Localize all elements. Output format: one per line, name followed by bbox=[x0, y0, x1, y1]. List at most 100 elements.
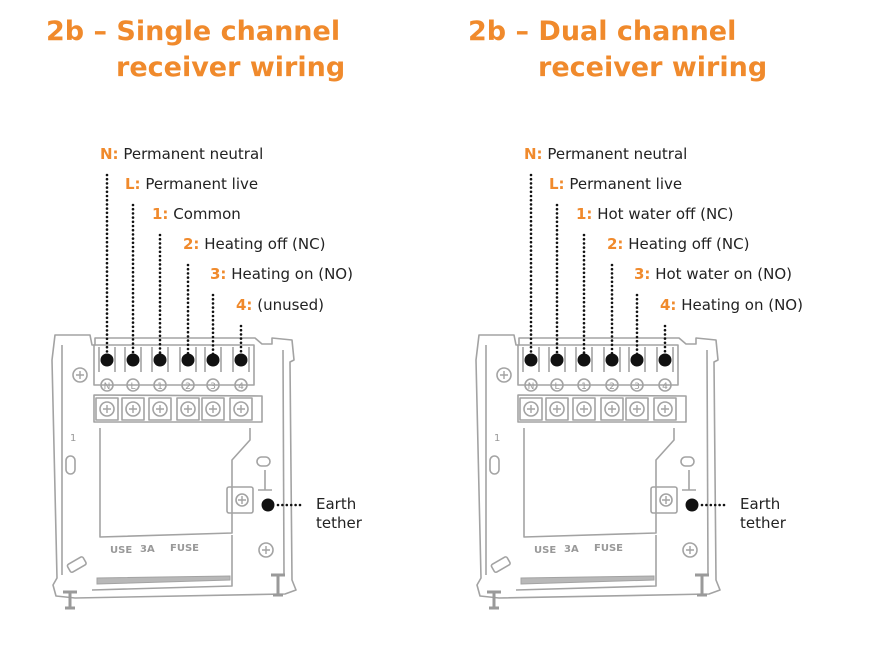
leader-dot bbox=[211, 331, 215, 335]
leader-dot bbox=[555, 338, 559, 341]
fuse-text: 3A bbox=[564, 544, 579, 555]
leader-dot bbox=[211, 306, 215, 309]
leader-dot bbox=[700, 503, 704, 507]
leader-dot bbox=[105, 299, 109, 303]
leader-dot bbox=[131, 279, 135, 282]
leader-dot bbox=[105, 207, 109, 210]
leader-dot bbox=[582, 284, 586, 287]
leader-dot bbox=[635, 306, 639, 309]
leader-dot bbox=[529, 320, 533, 324]
leader-dot bbox=[582, 258, 586, 262]
leader-dot bbox=[158, 300, 162, 304]
terminal-slot bbox=[179, 347, 197, 372]
foot-screw-icon bbox=[271, 573, 285, 597]
leader-dot bbox=[211, 339, 215, 343]
leader-dot bbox=[158, 250, 162, 254]
earth-screw-slot bbox=[238, 496, 246, 504]
leader-dot bbox=[555, 220, 559, 224]
leader-dot bbox=[529, 249, 533, 252]
leader-dot bbox=[635, 297, 639, 301]
leader-dot bbox=[529, 266, 533, 269]
terminal-slot bbox=[628, 347, 646, 372]
terminal-glyph: N bbox=[528, 382, 535, 392]
leader-dot bbox=[610, 330, 614, 334]
terminal-slot bbox=[575, 347, 593, 372]
terminal-screw-housing bbox=[229, 397, 253, 421]
clamp-tick bbox=[682, 470, 696, 491]
bracket-outline bbox=[475, 334, 721, 599]
leader-dot bbox=[105, 219, 109, 223]
leader-dot bbox=[105, 249, 109, 252]
leader-dot bbox=[582, 271, 586, 275]
earth-screw-icon bbox=[235, 493, 249, 507]
terminal-block bbox=[517, 344, 679, 386]
terminal-slot bbox=[98, 347, 116, 372]
leader-dot bbox=[705, 503, 708, 507]
leader-dot bbox=[582, 321, 586, 325]
leader-dot bbox=[186, 267, 190, 271]
terminal-key: N: bbox=[100, 145, 119, 163]
leader-dot bbox=[610, 326, 614, 330]
terminal-glyph-circle bbox=[577, 378, 591, 392]
leader-dot bbox=[555, 249, 559, 253]
terminal-screw-housing bbox=[653, 397, 677, 421]
terminal-glyph: 4 bbox=[238, 382, 244, 392]
terminal-screw-housing bbox=[201, 397, 225, 421]
terminal-glyph-circle bbox=[605, 378, 619, 392]
terminal-screw-housing bbox=[600, 397, 624, 421]
leader-dot bbox=[635, 293, 639, 297]
leader-dot bbox=[105, 177, 109, 181]
fuse-text: 3A bbox=[140, 544, 155, 555]
terminal-screw-housing bbox=[121, 397, 145, 421]
leader-dot bbox=[158, 233, 162, 237]
leader-dot bbox=[131, 350, 135, 354]
terminal-screw-housing bbox=[95, 397, 119, 421]
leader-dot bbox=[529, 232, 533, 236]
leader-dot bbox=[158, 342, 162, 346]
leader-dot bbox=[186, 272, 190, 275]
leader-dot bbox=[186, 288, 190, 292]
terminal-glyph-circle bbox=[206, 378, 220, 392]
mount-slot bbox=[256, 456, 271, 467]
terminal-key: 1: bbox=[576, 205, 593, 223]
leader-dot bbox=[713, 503, 717, 507]
leader-dot bbox=[131, 258, 135, 261]
leader-dot bbox=[663, 349, 667, 353]
leader-dot bbox=[635, 323, 639, 326]
terminal-slot bbox=[151, 347, 169, 372]
leader-dot bbox=[211, 348, 215, 351]
bracket-outline bbox=[51, 334, 297, 599]
leader-dot bbox=[610, 272, 614, 275]
leader-dot bbox=[555, 266, 559, 270]
fuse-text: USE bbox=[110, 545, 132, 556]
leader-dot bbox=[555, 237, 559, 240]
leader-dot bbox=[610, 276, 614, 279]
leader-dot bbox=[186, 335, 190, 338]
leader-dot bbox=[131, 296, 135, 299]
leader-dot bbox=[105, 211, 109, 215]
terminal-key: 2: bbox=[183, 235, 200, 253]
leader-dot bbox=[186, 347, 190, 351]
leader-dot bbox=[529, 261, 533, 265]
leader-dot bbox=[281, 503, 284, 507]
leader-dot bbox=[186, 284, 190, 288]
leader-dot bbox=[131, 266, 135, 270]
leader-dot bbox=[105, 308, 109, 311]
leader-dot bbox=[555, 216, 559, 219]
terminal-slot bbox=[124, 347, 142, 372]
terminal-screw-icon bbox=[604, 401, 620, 417]
leader-dot bbox=[105, 257, 109, 261]
leader-dot bbox=[158, 271, 162, 275]
terminal-description: Permanent neutral bbox=[547, 145, 688, 163]
leader-dot bbox=[635, 344, 639, 347]
leader-dot bbox=[186, 330, 190, 334]
leader-dot bbox=[529, 282, 533, 286]
leader-dot bbox=[158, 338, 162, 342]
leader-dot bbox=[105, 350, 109, 353]
leader-dot bbox=[105, 312, 109, 315]
leader-dot bbox=[158, 279, 162, 283]
leader-dot bbox=[131, 312, 135, 316]
